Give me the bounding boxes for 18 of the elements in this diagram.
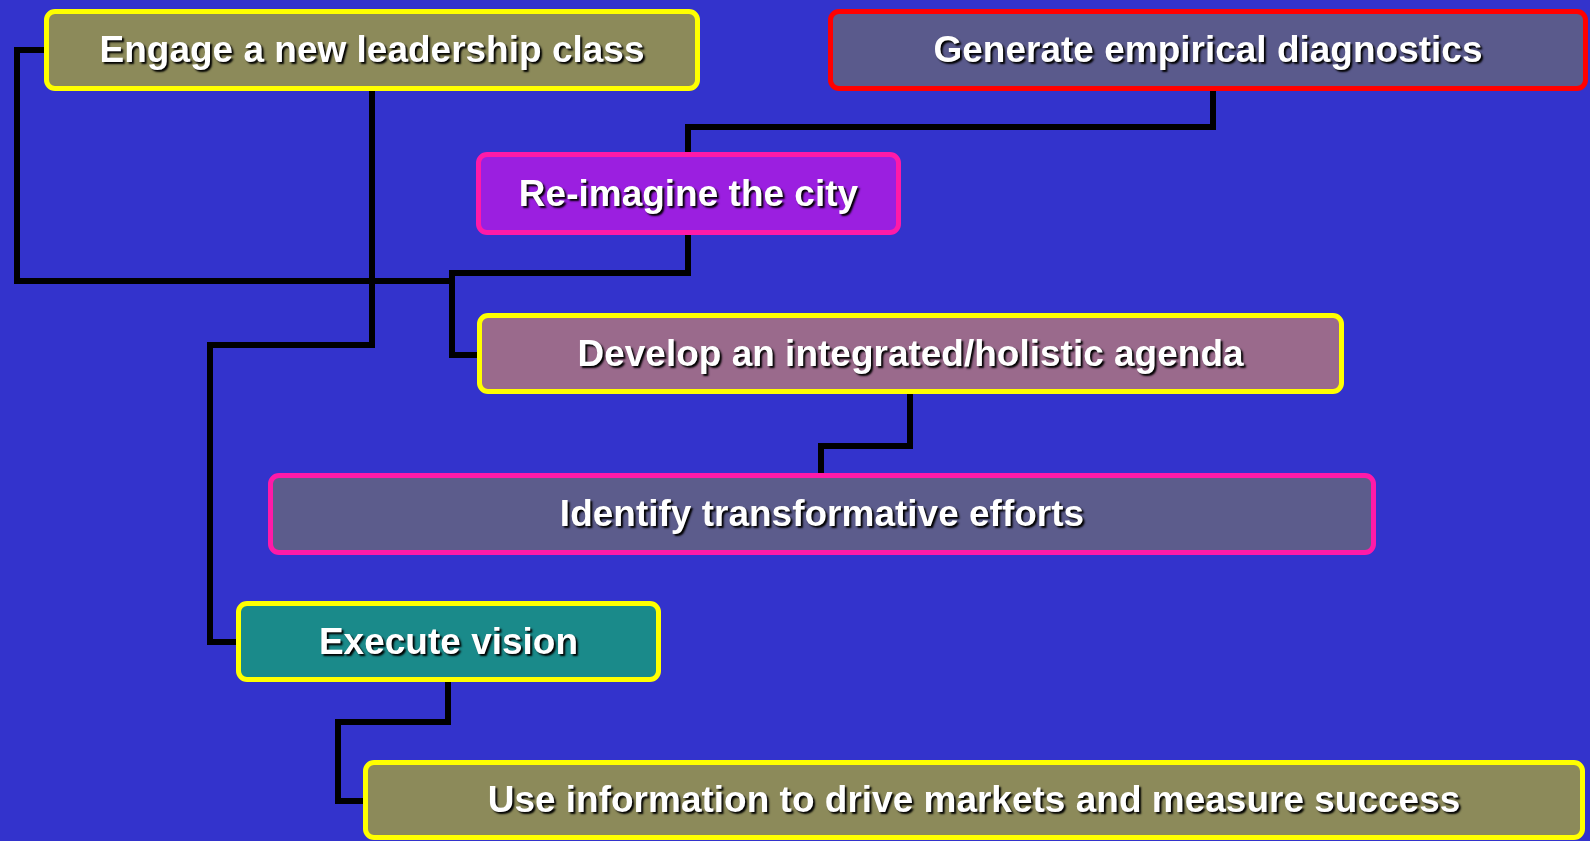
box-label: Execute vision [318,620,579,663]
box-label: Use information to drive markets and measure success [487,779,1461,821]
box-label: Develop an integrated/holistic agenda [577,332,1244,375]
box-label: Generate empirical diagnostics [933,29,1483,71]
box-label: Engage a new leadership class [99,29,645,71]
process-box [477,313,1344,394]
connector-line [818,394,913,473]
process-box [476,152,901,235]
box-label: Re-imagine the city [518,172,859,215]
process-box [268,473,1376,555]
process-box [236,601,661,682]
process-box [363,760,1585,840]
box-label: Identify transformative efforts [559,493,1085,535]
connector-line [685,91,1216,152]
process-box [828,9,1588,91]
connector-line [335,682,451,804]
connector-line [207,91,375,645]
process-box [44,9,700,91]
